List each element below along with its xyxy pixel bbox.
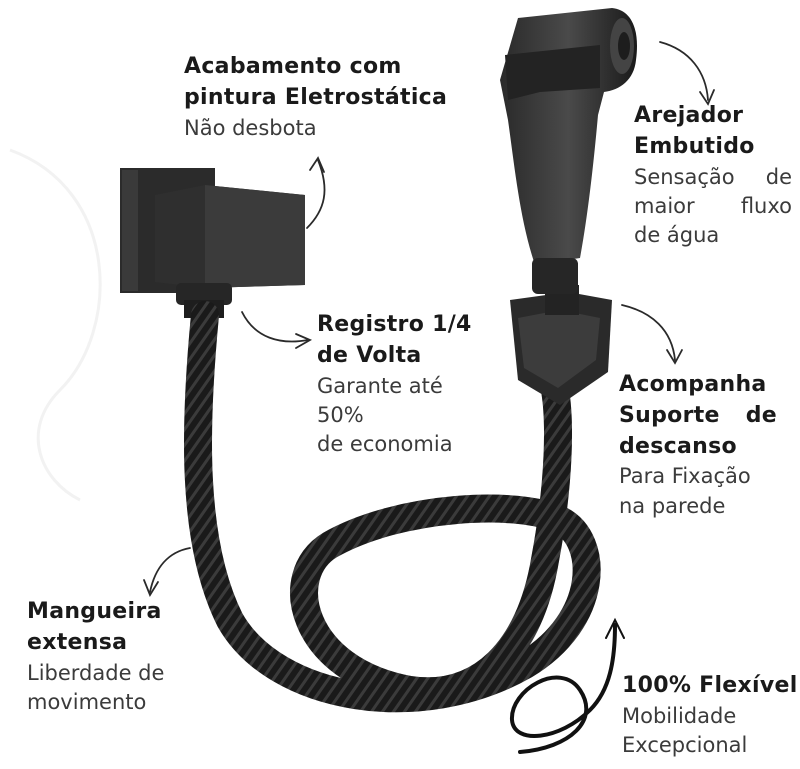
mangueira-title-line-2: extensa	[27, 629, 128, 655]
suporte-title-line-3: descanso	[619, 433, 737, 459]
acabamento-title-line-2: pintura Eletrostática	[184, 84, 448, 110]
callout-flexivel: 100% Flexível Mobilidade Excepcional	[622, 671, 798, 761]
acabamento-title-line-1: Acabamento com	[184, 54, 402, 79]
callout-suporte: Acompanha Suporte de descanso Para Fixaç…	[619, 370, 777, 521]
arejador-desc-line-3: de água	[634, 223, 720, 248]
callout-arejador: Arejador Embutido Sensação de maior flux…	[634, 101, 792, 251]
hand-shower	[500, 8, 637, 294]
arejador-desc-line-2: maior fluxo	[634, 193, 792, 218]
wall-valve	[120, 168, 305, 318]
flexivel-desc-line-2: Excepcional	[622, 733, 748, 758]
curved-arrow-icon	[241, 311, 313, 349]
suporte-desc-line-2: na parede	[619, 493, 726, 518]
suporte-title-line-1: Acompanha	[619, 372, 767, 397]
arejador-title-line-1: Arejador	[634, 103, 744, 128]
callout-registro: Registro 1/4 de Volta Garante até 50% de…	[317, 310, 472, 460]
registro-desc-line-1: Garante até	[317, 373, 443, 398]
arejador-title-line-2: Embutido	[634, 133, 755, 159]
curved-arrow-icon	[659, 41, 715, 106]
mangueira-title-line-1: Mangueira	[27, 599, 162, 624]
mangueira-desc-line-1: Liberdade de	[27, 660, 165, 685]
acabamento-desc-line-1: Não desbota	[184, 115, 317, 140]
curved-arrow-icon	[621, 304, 683, 365]
hose	[183, 301, 601, 713]
callout-mangueira: Mangueira extensa Liberdade de movimento	[27, 597, 164, 717]
registro-desc-line-3: de economia	[317, 432, 453, 457]
suporte-title-line-2: Suporte de	[619, 402, 777, 428]
suporte-desc-line-1: Para Fixação	[619, 464, 751, 489]
flexivel-title: 100% Flexível	[622, 673, 798, 698]
flexivel-desc-line-1: Mobilidade	[622, 703, 737, 728]
mangueira-desc-line-2: movimento	[27, 689, 147, 714]
curved-arrow-icon	[143, 547, 191, 597]
curved-arrow-icon	[306, 156, 326, 229]
background-swirl	[9, 148, 102, 502]
registro-desc-line-2: 50%	[317, 402, 364, 427]
registro-title-line-2: de Volta	[317, 342, 422, 368]
callout-acabamento: Acabamento com pintura Eletrostática Não…	[184, 52, 447, 143]
holder-bracket	[510, 285, 612, 405]
arejador-desc-line-1: Sensação de	[634, 164, 792, 189]
loop-arrow-icon	[509, 617, 625, 754]
registro-title-line-1: Registro 1/4	[317, 312, 472, 337]
